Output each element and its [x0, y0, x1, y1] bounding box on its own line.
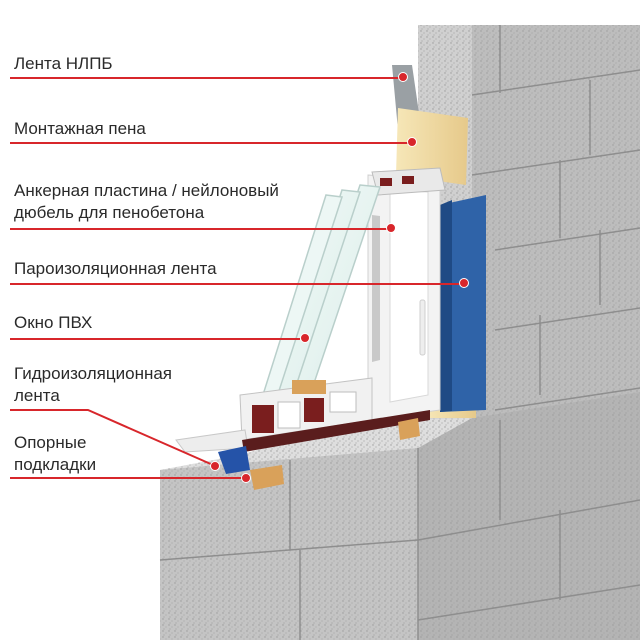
leader-line-nlpb-tape — [10, 77, 403, 79]
label-anchor-plate-line2: дюбель для пенобетона — [14, 203, 205, 222]
marker-mounting-foam — [407, 137, 417, 147]
label-supports-line2: подкладки — [14, 455, 97, 474]
marker-pvc-window — [300, 333, 310, 343]
leader-line-anchor-plate — [10, 228, 390, 230]
label-waterproof-line2: лента — [14, 386, 60, 405]
leader-line-mounting-foam — [10, 142, 410, 144]
waterproof-tape-shape — [218, 446, 250, 474]
label-pvc-window: Окно ПВХ — [14, 313, 93, 332]
pvc-window-shape — [175, 167, 446, 453]
marker-nlpb-tape — [398, 72, 408, 82]
label-nlpb-tape: Лента НЛПБ — [14, 54, 113, 73]
label-waterproof-line1: Гидроизоляционная — [14, 364, 173, 383]
label-supports-line1: Опорные — [14, 433, 87, 452]
lower-wall — [159, 392, 640, 640]
leader-line-vapor-barrier — [10, 283, 462, 285]
marker-vapor-barrier — [459, 278, 469, 288]
leader-line-pvc-window — [10, 338, 300, 340]
label-mounting-foam: Монтажная пена — [14, 119, 146, 138]
marker-anchor-plate — [386, 223, 396, 233]
support-blocks-shape — [250, 465, 284, 490]
marker-supports — [241, 473, 251, 483]
label-vapor-barrier: Пароизоляционная лента — [14, 259, 217, 278]
label-anchor-plate-line1: Анкерная пластина / нейлоновый — [14, 181, 279, 200]
marker-waterproof — [210, 461, 220, 471]
